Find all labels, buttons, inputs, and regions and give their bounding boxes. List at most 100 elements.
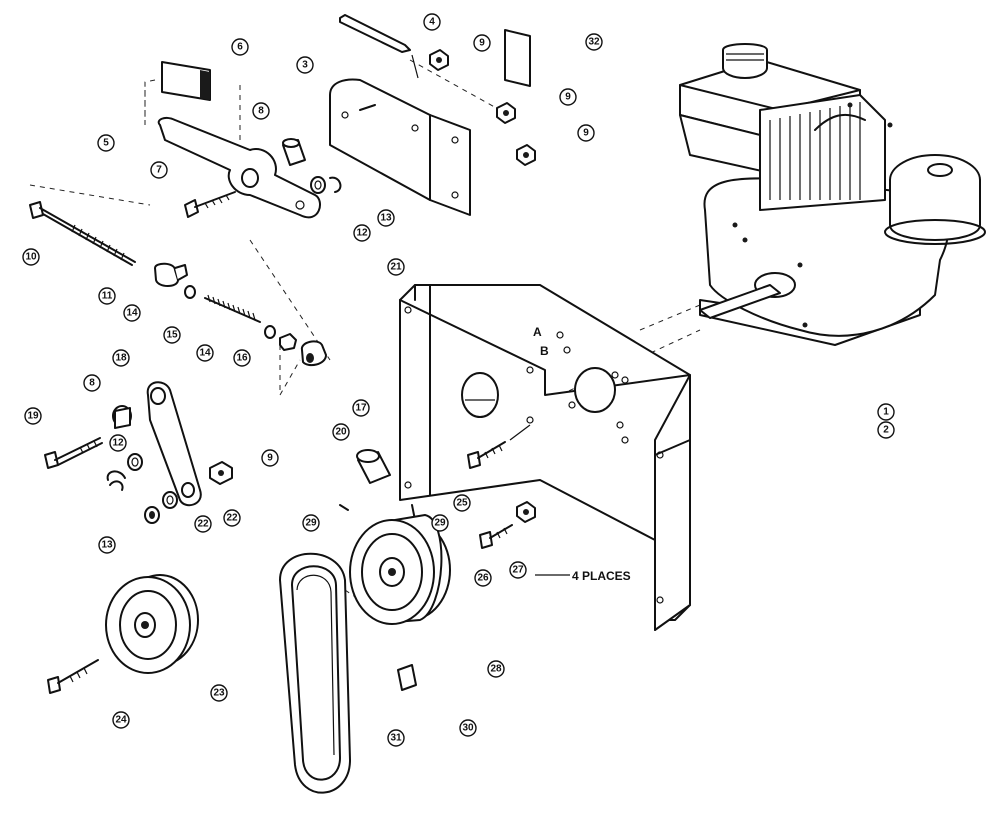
callout-12: 12 [353,224,371,242]
svg-text:6: 6 [237,42,243,53]
callout-9: 9 [559,88,577,106]
svg-text:27: 27 [512,565,524,576]
svg-text:13: 13 [380,213,392,224]
callout-25: 25 [453,494,471,512]
washer-12 [127,453,143,471]
callout-19: 19 [24,407,42,425]
callout-3: 3 [296,56,314,74]
callout-6: 6 [231,38,249,56]
callout-5: 5 [97,134,115,152]
key-30 [397,664,417,691]
svg-text:8: 8 [89,378,95,389]
callout-29: 29 [302,514,320,532]
svg-text:16: 16 [236,353,248,364]
bolt [184,191,236,218]
callout-29: 29 [431,514,449,532]
callout-15: 15 [163,326,181,344]
svg-text:22: 22 [197,519,209,530]
callout-9: 9 [261,449,279,467]
callout-14: 14 [196,344,214,362]
clip [339,14,411,53]
svg-text:30: 30 [462,723,474,734]
svg-text:8: 8 [258,106,264,117]
callout-30: 30 [459,719,477,737]
svg-text:7: 7 [156,165,162,176]
label-plate [504,29,531,87]
callout-22: 22 [194,515,212,533]
bolt-26 [479,524,513,549]
long-bolt [29,201,136,266]
callout-14: 14 [123,304,141,322]
places-note: 4 PLACES [572,569,631,583]
svg-text:29: 29 [305,518,317,529]
callout-10: 10 [22,248,40,266]
mounting-plate [399,284,691,631]
svg-text:4: 4 [429,17,435,28]
v-belt [279,552,351,794]
svg-text:14: 14 [126,308,138,319]
svg-text:21: 21 [390,262,402,273]
callout-27: 27 [509,561,527,579]
svg-text:1: 1 [883,407,889,418]
svg-text:9: 9 [479,38,485,49]
lock-washer [329,176,342,193]
lock-washer-13 [106,470,126,481]
svg-text:3: 3 [302,60,308,71]
drive-pulley [349,514,451,625]
callout-18: 18 [112,349,130,367]
svg-text:14: 14 [199,348,211,359]
callout-17: 17 [352,399,370,417]
callout-7: 7 [150,161,168,179]
bolt-24 [47,659,99,694]
callout-11: 11 [98,287,116,305]
svg-text:12: 12 [356,228,368,239]
bracket-3 [329,78,471,216]
callout-16: 16 [233,349,251,367]
callout-13: 13 [377,209,395,227]
bolt-19 [44,437,103,469]
svg-text:32: 32 [588,37,600,48]
washer-22b [162,491,178,509]
callout-26: 26 [474,569,492,587]
callout-9: 9 [473,34,491,52]
label-b: B [540,344,549,358]
callout-21: 21 [387,258,405,276]
callout-24: 24 [112,711,130,729]
idler-arm [157,116,321,219]
idler-pulley [105,574,199,674]
callout-9: 32 [585,33,603,51]
svg-text:22: 22 [226,513,238,524]
callout-23: 23 [210,684,228,702]
svg-text:23: 23 [213,688,225,699]
callout-2: 2 [877,421,895,439]
svg-text:5: 5 [103,138,109,149]
pin [339,504,349,511]
svg-text:2: 2 [883,425,889,436]
callout-1: 1 [877,403,895,421]
callout-31: 31 [387,729,405,747]
nuts [209,49,536,485]
callout-12: 12 [109,434,127,452]
svg-text:10: 10 [25,252,37,263]
svg-text:28: 28 [490,664,502,675]
engine [679,43,986,346]
callout-4: 4 [423,13,441,31]
bolt-25 [467,424,531,469]
callout-28: 28 [487,660,505,678]
svg-text:17: 17 [355,403,367,414]
callout-8: 8 [252,102,270,120]
svg-text:20: 20 [335,427,347,438]
knob [154,262,179,287]
svg-text:15: 15 [166,330,178,341]
svg-text:9: 9 [583,128,589,139]
svg-text:13: 13 [101,540,113,551]
spring [184,285,327,367]
callout-20: 20 [332,423,350,441]
callout-22: 22 [223,509,241,527]
svg-text:9: 9 [565,92,571,103]
svg-text:31: 31 [390,733,402,744]
svg-text:9: 9 [267,453,273,464]
callout-9: 9 [577,124,595,142]
